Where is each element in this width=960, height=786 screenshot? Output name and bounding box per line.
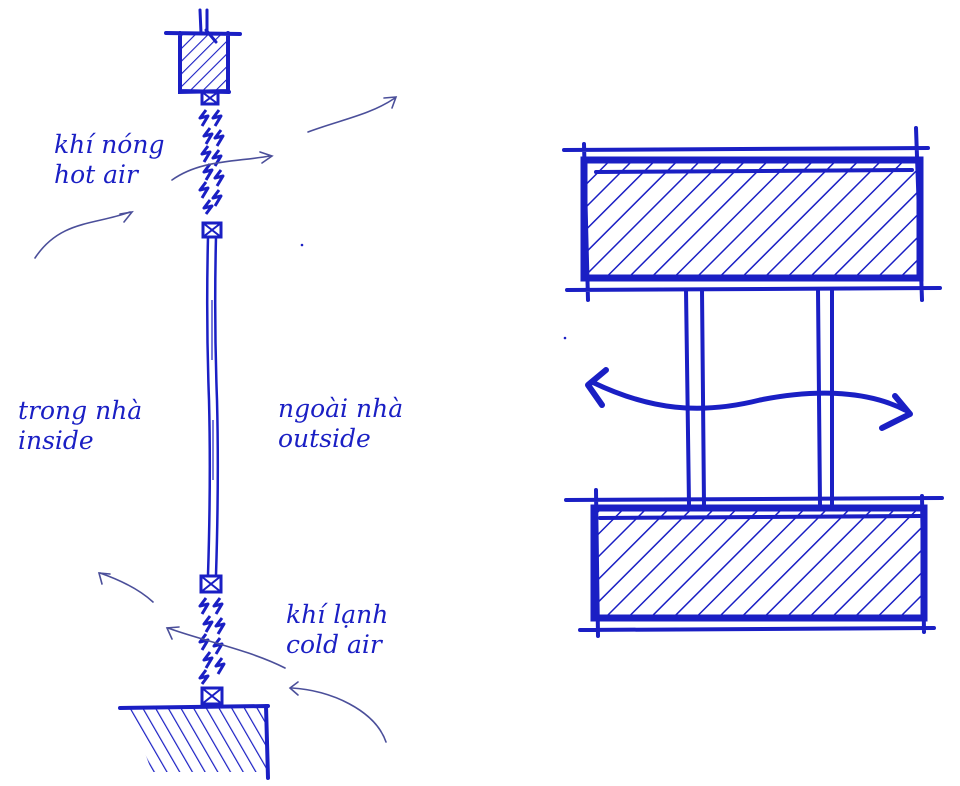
hot-air-arrow-3 bbox=[307, 97, 396, 133]
base-sill bbox=[118, 704, 270, 780]
hot-air-arrow-1 bbox=[34, 211, 131, 259]
cold-air-arrow-3 bbox=[291, 687, 387, 743]
outside-label: ngoài nhà outside bbox=[278, 394, 403, 454]
inside-label-vi: trong nhà bbox=[18, 396, 143, 425]
hot-air-label-en: hot air bbox=[54, 160, 138, 189]
cold-air-label-en: cold air bbox=[286, 630, 382, 659]
plan-detail bbox=[562, 126, 944, 638]
inside-label: trong nhà inside bbox=[18, 396, 142, 456]
top-block bbox=[562, 126, 942, 302]
cold-air-arrow-2 bbox=[167, 627, 286, 669]
bottom-block bbox=[564, 488, 944, 638]
hot-air-arrow-2 bbox=[171, 155, 271, 181]
hot-air-label: khí nóng hot air bbox=[54, 130, 164, 190]
ink-dot-right bbox=[563, 336, 567, 340]
inside-label-en: inside bbox=[18, 426, 94, 455]
cold-air-arrow-1 bbox=[99, 572, 154, 603]
glass-pane bbox=[205, 236, 220, 576]
air-flow-arrows bbox=[34, 96, 398, 743]
upper-vent bbox=[198, 90, 225, 239]
outside-label-vi: ngoài nhà bbox=[278, 394, 404, 423]
lower-vent bbox=[198, 574, 226, 706]
outside-label-en: outside bbox=[278, 424, 371, 453]
cold-air-label-vi: khí lạnh bbox=[286, 600, 389, 629]
cold-air-label: khí lạnh cold air bbox=[286, 600, 388, 660]
hot-air-label-vi: khí nóng bbox=[54, 130, 165, 159]
wall-section bbox=[34, 8, 398, 780]
rotation-arrow bbox=[585, 367, 913, 431]
mullions bbox=[684, 288, 834, 507]
top-beam bbox=[164, 8, 242, 95]
ink-dot bbox=[300, 243, 304, 247]
